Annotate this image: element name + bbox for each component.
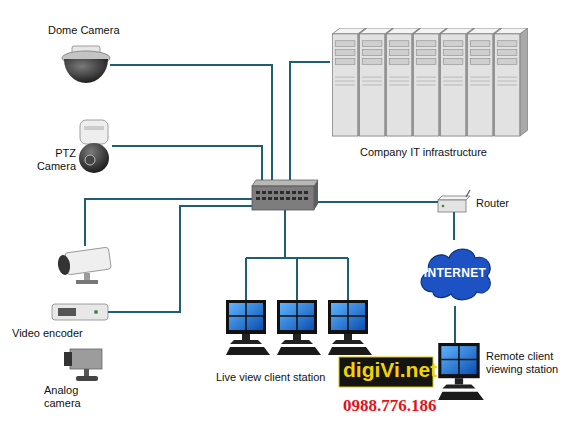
router-icon	[438, 190, 470, 212]
network-cable	[454, 306, 456, 343]
node-label: Remote client viewing station	[486, 350, 560, 376]
client-bus-wire	[246, 258, 348, 300]
analog-camera: Analog camera	[62, 347, 104, 383]
remote-monitor	[438, 343, 484, 400]
video-encoder: Video encoder	[52, 302, 108, 322]
ptz-camera-icon	[79, 120, 109, 173]
node-label: Analog camera	[44, 384, 92, 410]
network-cable	[112, 146, 262, 180]
watermark-phone: 0988.776.186	[343, 396, 437, 416]
dome-camera-icon	[62, 46, 110, 83]
server-group: Company IT infrastructure	[330, 25, 542, 140]
node-label: Video encoder	[12, 327, 112, 340]
node-label: Company IT infrastructure	[360, 146, 540, 159]
network-switch	[252, 180, 318, 210]
network-camera	[56, 246, 114, 284]
remote-station: Remote client viewing station	[436, 343, 484, 401]
node-label: PTZ Camera	[14, 147, 76, 173]
network-switch-icon	[252, 180, 318, 210]
live-view-monitors	[226, 300, 372, 355]
network-camera-icon	[57, 247, 112, 284]
watermark-logo: digiVi.net	[343, 358, 437, 382]
node-label: Live view client station	[216, 371, 340, 384]
network-cable	[453, 212, 455, 240]
network-cable	[318, 201, 438, 203]
network-cable	[284, 210, 286, 258]
server-rack	[332, 28, 527, 136]
node-label: Router	[476, 197, 536, 210]
dome-camera: Dome Camera	[60, 44, 110, 86]
live-view-group: Live view client station	[222, 258, 372, 358]
internet-cloud: INTERNET	[415, 240, 495, 306]
network-cable	[290, 62, 330, 180]
analog-camera-icon	[64, 349, 102, 381]
node-label: Dome Camera	[48, 24, 138, 37]
network-cable	[110, 65, 272, 180]
network-cable	[108, 206, 252, 312]
ptz-camera: PTZ Camera	[78, 118, 112, 174]
video-encoder-icon	[52, 304, 108, 320]
node-label: INTERNET	[415, 240, 495, 306]
router: Router	[438, 192, 470, 212]
